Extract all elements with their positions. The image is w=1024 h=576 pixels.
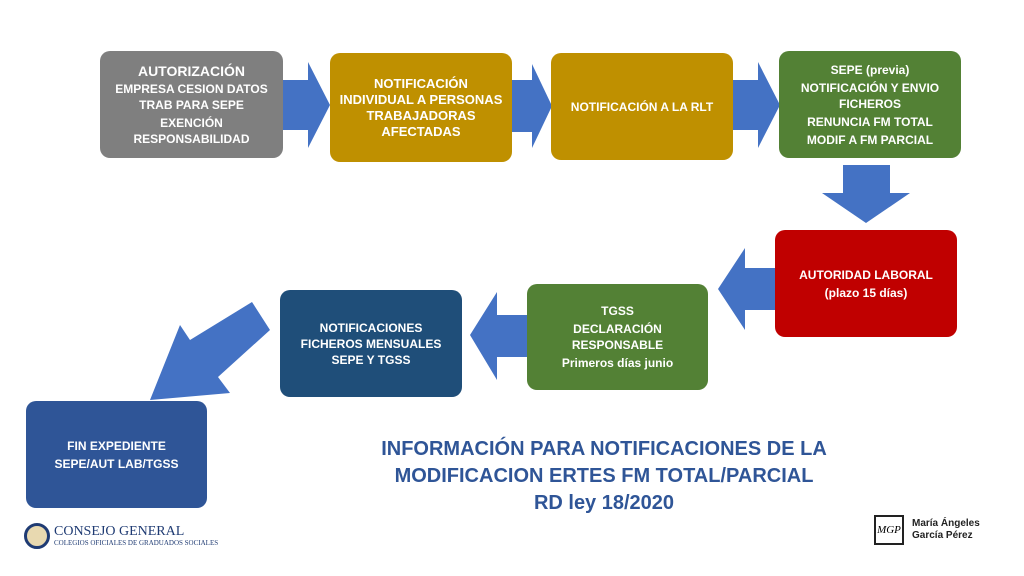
arrow-diagonal-icon <box>150 302 270 400</box>
consejo-general-logo: CONSEJO GENERAL COLEGIOS OFICIALES DE GR… <box>24 523 218 549</box>
seal-icon <box>24 523 50 549</box>
autorizacion-title: AUTORIZACIÓN <box>137 62 246 79</box>
sepe-box: SEPE (previa) NOTIFICACIÓN Y ENVIO FICHE… <box>779 51 961 158</box>
autoridad-line2: (plazo 15 días) <box>824 285 908 300</box>
author-logo: MGP María Ángeles García Pérez <box>874 515 980 545</box>
notificacion-individual-text: NOTIFICACIÓN INDIVIDUAL A PERSONAS TRABA… <box>339 75 503 139</box>
tgss-box: TGSS DECLARACIÓN RESPONSABLE Primeros dí… <box>527 284 708 390</box>
fin-line1: FIN EXPEDIENTE <box>67 438 166 453</box>
monogram-icon: MGP <box>874 515 904 545</box>
arrow-left-icon <box>718 248 775 330</box>
author-name1: María Ángeles <box>912 518 980 529</box>
tgss-line1: TGSS <box>601 304 634 318</box>
sepe-line2: NOTIFICACIÓN Y ENVIO FICHEROS <box>800 80 940 111</box>
sepe-line4: MODIF A FM PARCIAL <box>806 132 934 147</box>
autorizacion-line2: EXENCIÓN RESPONSABILIDAD <box>133 115 250 146</box>
tgss-line3: Primeros días junio <box>561 356 674 370</box>
autorizacion-box: AUTORIZACIÓN EMPRESA CESION DATOS TRAB P… <box>100 51 283 158</box>
arrow-right-icon <box>283 62 330 148</box>
arrow-right-icon <box>733 62 780 148</box>
title-line3: RD ley 18/2020 <box>533 492 675 514</box>
fin-line2: SEPE/AUT LAB/TGSS <box>54 456 179 471</box>
notificacion-individual-box: NOTIFICACIÓN INDIVIDUAL A PERSONAS TRABA… <box>330 53 512 162</box>
autoridad-laboral-box: AUTORIDAD LABORAL (plazo 15 días) <box>775 230 957 337</box>
logo-left-sub: COLEGIOS OFICIALES DE GRADUADOS SOCIALES <box>54 538 219 547</box>
autoridad-line1: AUTORIDAD LABORAL <box>799 267 933 282</box>
title-line2: MODIFICACION ERTES FM TOTAL/PARCIAL <box>394 465 814 487</box>
diagram-title: INFORMACIÓN PARA NOTIFICACIONES DE LA MO… <box>330 436 878 517</box>
ficheros-mensuales-box: NOTIFICACIONES FICHEROS MENSUALES SEPE Y… <box>280 290 462 397</box>
logo-left-name: CONSEJO GENERAL <box>54 523 185 539</box>
arrow-down-icon <box>822 165 910 223</box>
author-name2: García Pérez <box>912 530 973 541</box>
arrow-left-icon <box>470 292 527 380</box>
sepe-line1: SEPE (previa) <box>830 62 910 77</box>
notificacion-rlt-text: NOTIFICACIÓN A LA RLT <box>570 99 714 114</box>
fin-expediente-box: FIN EXPEDIENTE SEPE/AUT LAB/TGSS <box>26 401 207 508</box>
arrow-right-icon <box>512 64 552 148</box>
tgss-line2: DECLARACIÓN RESPONSABLE <box>571 322 664 352</box>
notificacion-rlt-box: NOTIFICACIÓN A LA RLT <box>551 53 733 160</box>
sepe-line3: RENUNCIA FM TOTAL <box>807 114 933 129</box>
ficheros-text: NOTIFICACIONES FICHEROS MENSUALES SEPE Y… <box>300 320 442 367</box>
autorizacion-line1: EMPRESA CESION DATOS TRAB PARA SEPE <box>115 81 268 112</box>
title-line1: INFORMACIÓN PARA NOTIFICACIONES DE LA <box>381 438 827 460</box>
